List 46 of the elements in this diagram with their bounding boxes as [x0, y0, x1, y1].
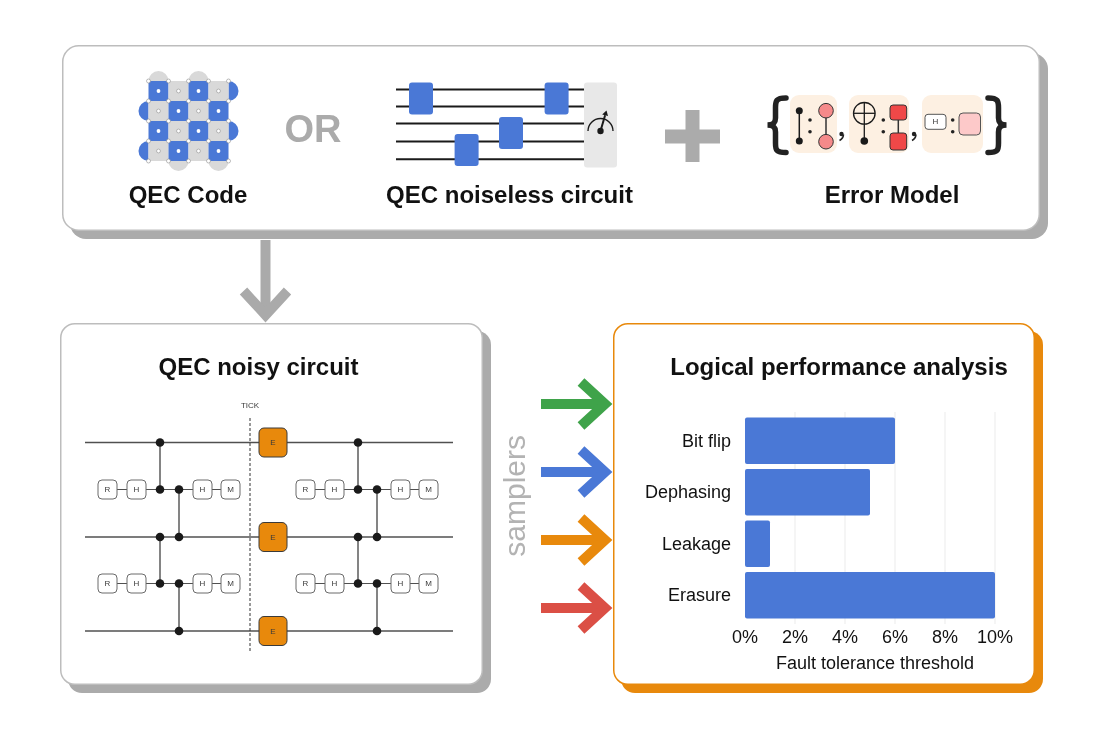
quantum-gate: H: [324, 573, 345, 594]
quantum-gate: H: [924, 113, 947, 130]
tick-label: TICK: [240, 400, 260, 410]
node-label: Error Model: [824, 181, 960, 208]
category-label: Dephasing: [644, 482, 731, 503]
node-label: QEC noiseless circuit: [386, 181, 633, 208]
tick-label: 0%: [732, 627, 758, 647]
quantum-gate: M: [220, 479, 241, 500]
error-gate: E: [258, 616, 288, 646]
panel-title: QEC noisy circuit: [158, 353, 359, 380]
tick-label: 8%: [932, 627, 958, 647]
tick-label: 4%: [832, 627, 858, 647]
quantum-gate: H: [126, 573, 147, 594]
category-label: Erasure: [667, 585, 731, 606]
quantum-gate: M: [418, 573, 439, 594]
quantum-gate: R: [295, 573, 316, 594]
error-gate: E: [258, 522, 288, 552]
quantum-gate: H: [126, 479, 147, 500]
quantum-gate: H: [192, 573, 213, 594]
arrow: [541, 581, 610, 635]
tick-label: 10%: [977, 627, 1013, 647]
node-label: QEC Code: [128, 181, 248, 208]
panel: [613, 323, 1043, 693]
arrow: [541, 377, 610, 431]
quantum-gate: H: [324, 479, 345, 500]
quantum-gate: R: [295, 479, 316, 500]
arrow: [541, 445, 610, 499]
quantum-gate: H: [390, 573, 411, 594]
operator-word: OR: [284, 110, 342, 148]
quantum-gate: M: [418, 479, 439, 500]
axis-title: Fault tolerance threshold: [775, 653, 975, 673]
quantum-gate: R: [97, 479, 118, 500]
quantum-gate: H: [192, 479, 213, 500]
panel-title: Logical performance analysis: [670, 353, 1008, 380]
error-gate: E: [258, 427, 288, 458]
category-label: Bit flip: [681, 430, 731, 451]
arrow: [238, 240, 293, 320]
quantum-gate: R: [97, 573, 118, 594]
quantum-gate: H: [390, 479, 411, 500]
category-label: Leakage: [661, 533, 731, 554]
quantum-gate: M: [220, 573, 241, 594]
samplers-label: samplers: [499, 435, 531, 557]
tick-label: 6%: [882, 627, 908, 647]
tick-label: 2%: [782, 627, 808, 647]
arrow: [541, 513, 610, 567]
panel: [62, 45, 1048, 239]
